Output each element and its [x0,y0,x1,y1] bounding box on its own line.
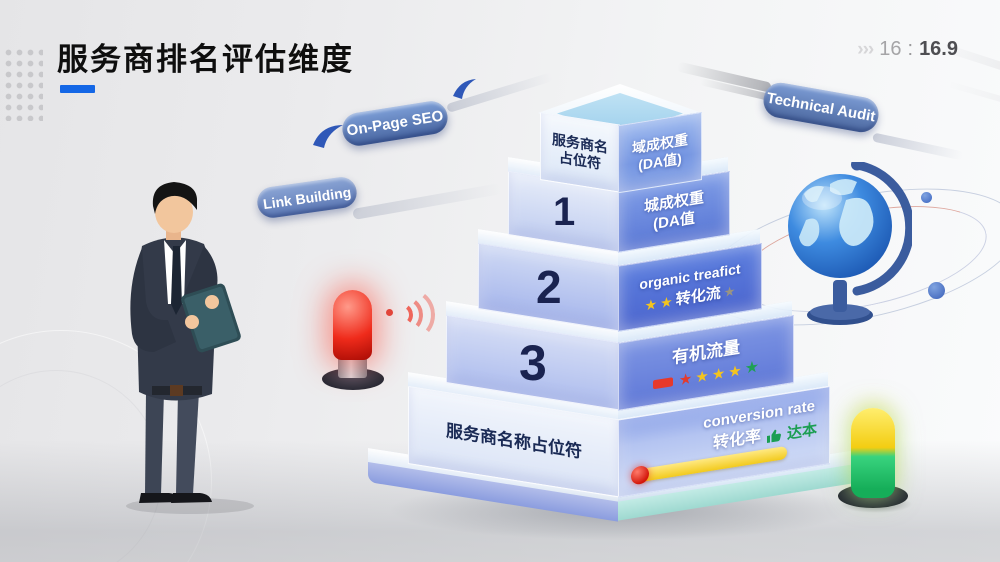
star-icon: ★ [723,283,736,301]
rating-bar-icon [652,376,673,389]
star-icon: ★ [711,364,726,384]
businessman-illustration [126,182,254,514]
title-underline [60,85,95,93]
conversion-block: conversion rate 转化率 达本 [619,387,829,496]
orbit-dot [928,282,945,299]
orbit-dot [921,192,932,203]
motion-streak [352,183,502,220]
star-icon: ★ [644,295,658,314]
pyramid-tier-bottom-right-face: conversion rate 转化率 达本 [618,386,830,498]
page-separator: : [907,38,914,60]
swoosh-icon [313,125,343,148]
tier-bottom-label: 服务商名称占位符 [446,421,582,462]
rank-number: 1 [552,189,576,234]
globe-icon [788,162,912,325]
traffic-rating-row: ★ ★ ★ ★ ★ [652,358,760,393]
motion-streak [872,132,964,161]
dot-grid-decoration [3,47,43,121]
status-capsule-icon [851,408,895,498]
page-indicator: ››› 16 : 16.9 [857,38,958,61]
on-page-seo-text: On-Page SEO [345,107,445,140]
page-current: 16 [879,38,902,60]
pyramid-top-right-face: 域成权重 (DA值) [618,112,702,194]
page-total: 16.9 [919,38,958,60]
label-on-page-seo: On-Page SEO [340,98,450,149]
target-reached-badge: 达本 [786,421,817,443]
chevron-right-icon: ››› [857,39,874,60]
pyramid-top-left-face: 服务商名 占位符 [540,112,620,193]
progress-dot [631,464,649,486]
page-title: 服务商排名评估维度 [57,42,354,77]
conversion-flow-label: 转化流 [675,284,721,309]
conversion-rate-cn: 转化率 达本 [713,418,817,455]
technical-audit-text: Technical Audit [765,89,877,126]
star-icon: ★ [728,361,742,381]
link-building-text: Link Building [261,183,353,212]
rank-number: 2 [536,261,562,314]
star-icon: ★ [660,292,673,311]
swoosh-icon [453,79,476,99]
rank-number: 3 [519,334,547,391]
star-icon: ★ [695,367,709,387]
star-icon: ★ [678,369,693,389]
background-swoosh [947,80,1000,118]
beacon-base [322,368,384,390]
star-icon: ★ [744,358,760,378]
red-beacon-icon [333,290,372,360]
signal-origin-dot [386,309,393,316]
label-link-building: Link Building [255,175,359,220]
thumbs-up-icon [766,429,781,443]
label-technical-audit: Technical Audit [760,80,882,135]
